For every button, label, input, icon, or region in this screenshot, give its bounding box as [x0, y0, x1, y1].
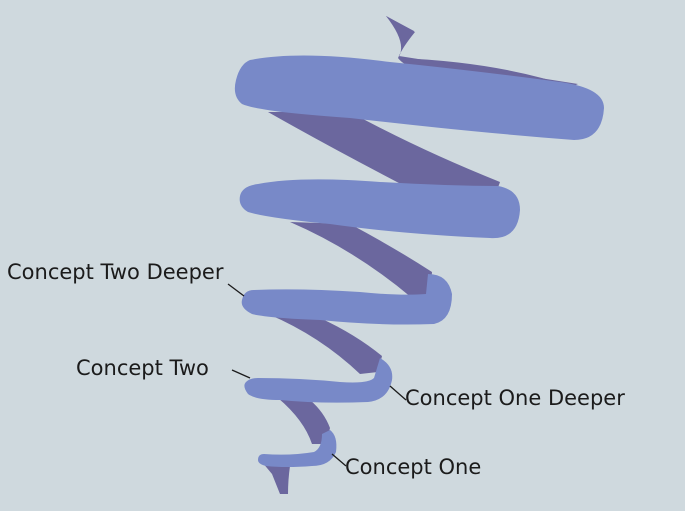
leader-concept-one — [331, 453, 347, 467]
ribbon-front-2 — [239, 179, 520, 239]
ribbon-front-segments — [234, 55, 604, 467]
leader-lines — [227, 283, 407, 467]
ribbon-front-5 — [258, 430, 337, 467]
ribbon-back-1 — [268, 112, 500, 196]
ribbon-front-1 — [234, 55, 604, 140]
ribbon-front-3 — [241, 274, 452, 325]
ribbon-back-4 — [278, 398, 330, 444]
leader-concept-one-deeper — [389, 385, 407, 401]
ribbon-back-3 — [268, 314, 382, 374]
ribbon-front-4 — [244, 358, 393, 403]
leader-concept-two — [231, 369, 251, 379]
label-concept-one: Concept One — [345, 455, 482, 479]
leader-concept-two-deeper — [227, 283, 245, 297]
label-concept-two: Concept Two — [76, 356, 209, 380]
ribbon-bottom-tail — [262, 462, 290, 494]
label-concept-one-deeper: Concept One Deeper — [405, 386, 625, 410]
ribbon-back-2 — [290, 222, 432, 298]
label-concept-two-deeper: Concept Two Deeper — [7, 260, 224, 284]
